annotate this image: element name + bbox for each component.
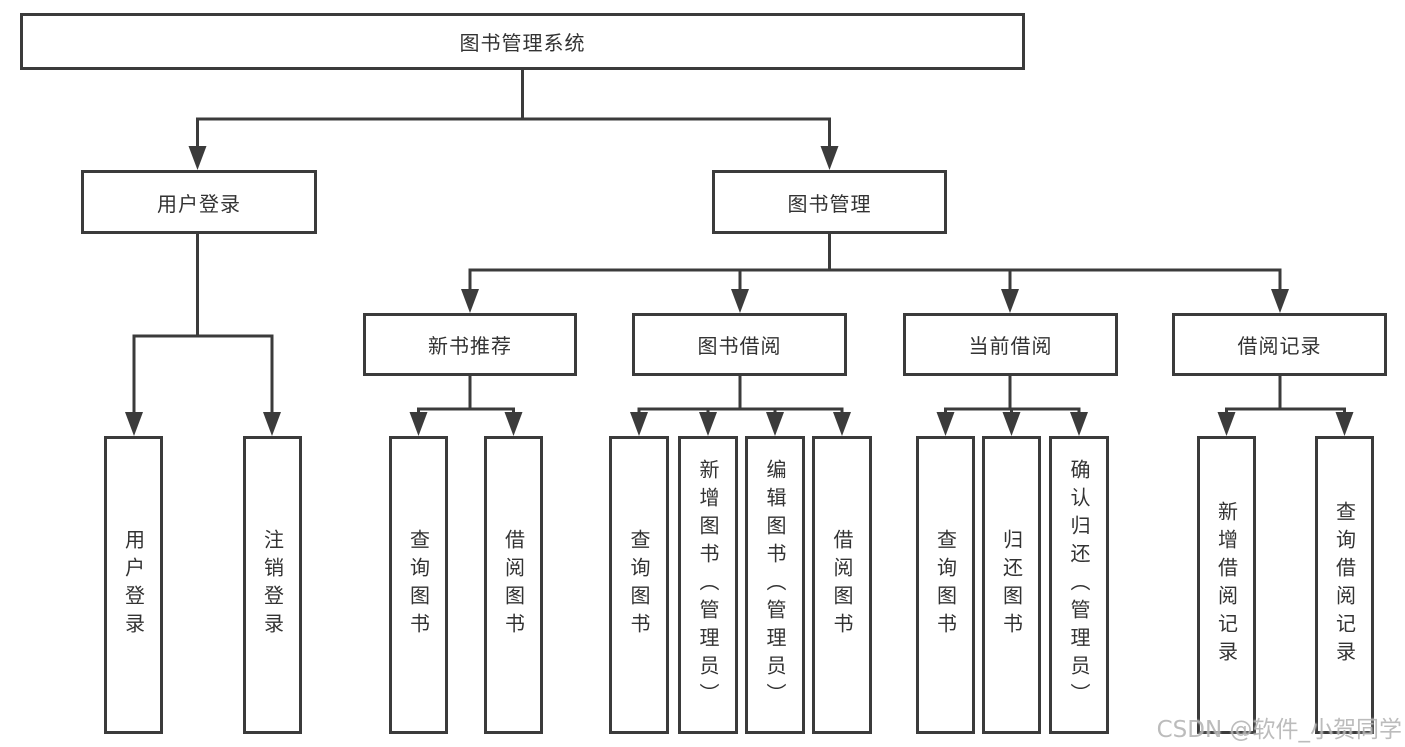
leaf-add-book-admin-label: 新增图书（管理员）	[696, 459, 720, 711]
leaf-user-login-label: 用户登录	[121, 529, 146, 641]
watermark-text: CSDN @软件_小贺同学	[1156, 717, 1402, 743]
node-new-book-recommend: 新书推荐	[363, 313, 577, 376]
leaf-confirm-return-admin-label: 确认归还（管理员）	[1067, 459, 1091, 711]
leaf-borrow-books-recommend: 借阅图书	[484, 436, 543, 734]
leaf-query-books-current: 查询图书	[916, 436, 975, 734]
node-borrow-records-label: 借阅记录	[1237, 334, 1322, 358]
node-new-book-recommend-label: 新书推荐	[428, 334, 512, 358]
leaf-query-borrow-record-label: 查询借阅记录	[1332, 501, 1357, 669]
leaf-return-book-label: 归还图书	[999, 529, 1024, 641]
node-user-login-label: 用户登录	[157, 191, 241, 216]
leaf-borrow-books: 借阅图书	[812, 436, 872, 734]
leaf-user-login: 用户登录	[104, 436, 163, 734]
leaf-query-books-recommend: 查询图书	[389, 436, 448, 734]
leaf-edit-book-admin-label: 编辑图书（管理员）	[763, 459, 787, 711]
node-user-login: 用户登录	[81, 170, 317, 234]
node-book-borrow: 图书借阅	[632, 313, 847, 376]
leaf-add-book-admin: 新增图书（管理员）	[678, 436, 738, 734]
leaf-add-borrow-record: 新增借阅记录	[1197, 436, 1256, 734]
node-current-borrow-label: 当前借阅	[968, 334, 1053, 358]
leaf-return-book: 归还图书	[982, 436, 1041, 734]
leaf-edit-book-admin: 编辑图书（管理员）	[745, 436, 805, 734]
leaf-borrow-books-label: 借阅图书	[830, 529, 854, 641]
leaf-query-books-recommend-label: 查询图书	[406, 529, 431, 641]
node-borrow-records: 借阅记录	[1172, 313, 1387, 376]
node-book-borrow-label: 图书借阅	[697, 334, 782, 358]
leaf-add-borrow-record-label: 新增借阅记录	[1214, 501, 1239, 669]
leaf-query-borrow-record: 查询借阅记录	[1315, 436, 1374, 734]
node-root-label: 图书管理系统	[459, 31, 586, 55]
leaf-query-books-borrow-label: 查询图书	[627, 529, 651, 641]
node-root: 图书管理系统	[20, 13, 1025, 70]
node-book-management-label: 图书管理	[787, 191, 872, 216]
leaf-borrow-books-recommend-label: 借阅图书	[501, 529, 526, 641]
leaf-query-books-borrow: 查询图书	[609, 436, 669, 734]
leaf-logout-label: 注销登录	[260, 529, 285, 641]
leaf-logout: 注销登录	[243, 436, 302, 734]
node-current-borrow: 当前借阅	[903, 313, 1118, 376]
leaf-confirm-return-admin: 确认归还（管理员）	[1049, 436, 1109, 734]
node-book-management: 图书管理	[712, 170, 947, 234]
leaf-query-books-current-label: 查询图书	[933, 529, 958, 641]
